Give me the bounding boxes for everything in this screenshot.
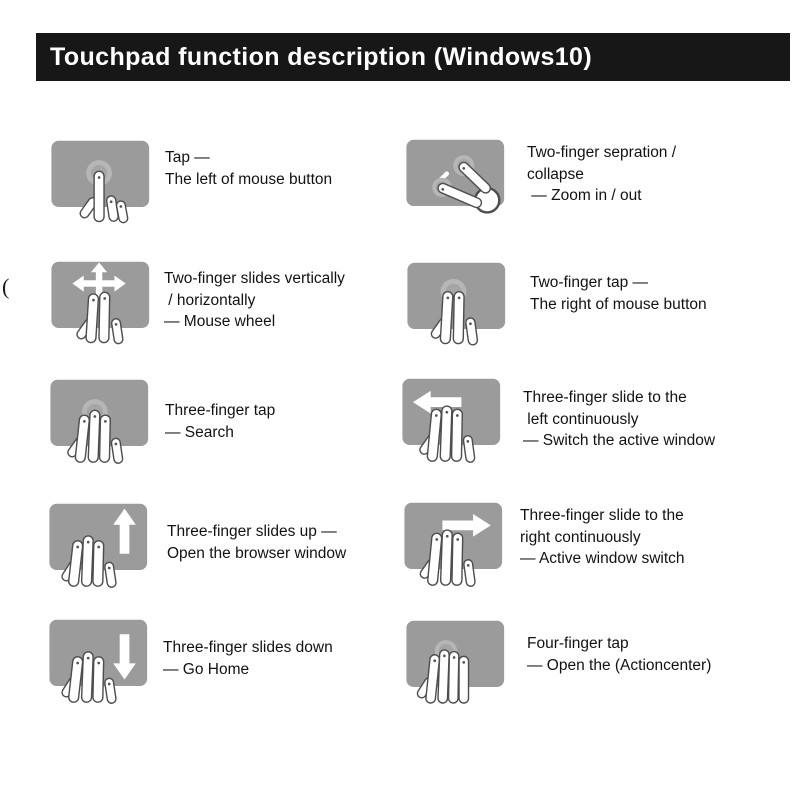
gesture-line: Tap — [165, 149, 210, 166]
three-finger-slide-up-icon [47, 502, 152, 588]
gesture-line: The right of mouse button [530, 295, 707, 313]
three-finger-slide-right-icon [402, 501, 507, 587]
scan-artifact-glyph: ( [2, 274, 10, 299]
gesture-line: Three-finger slides up — [167, 523, 337, 540]
gesture-line: collapse [527, 165, 584, 183]
gesture-line: left continuously [523, 410, 639, 428]
gesture-line: — Switch the active window [523, 432, 716, 449]
page-title: Touchpad function description (Windows10… [50, 42, 593, 71]
gesture-line: The left of mouse button [165, 170, 333, 188]
gesture-line: Three-finger slide to the [523, 389, 687, 406]
gesture-line: — Mouse wheel [164, 313, 276, 330]
two-finger-slide-cross-icon [49, 260, 154, 345]
one-finger-tap-icon [49, 139, 154, 224]
gesture-description: Three-finger slide to the right continuou… [520, 505, 685, 570]
gesture-description: Two-finger tap — The right of mouse butto… [530, 272, 707, 315]
gesture-line: Four-finger tap [527, 635, 629, 652]
header-bar: Touchpad function description (Windows10… [36, 33, 790, 81]
gesture-description: Three-finger tap — Search [165, 400, 275, 443]
gesture-description: Two-finger slides vertically / horizonta… [164, 268, 345, 333]
four-finger-tap-icon [404, 619, 509, 704]
gesture-line: — Zoom in / out [527, 187, 642, 204]
gesture-line: right continuously [520, 528, 641, 546]
gesture-description: Three-finger slides up — Open the browser… [167, 521, 346, 564]
three-finger-slide-left-icon [400, 377, 505, 463]
gesture-line: Three-finger slide to the [520, 507, 684, 524]
two-finger-pinch-icon [404, 138, 509, 219]
three-finger-tap-icon [48, 378, 153, 464]
three-finger-slide-down-icon [47, 618, 152, 704]
gesture-line: — Open the (Actioncenter) [527, 656, 712, 674]
gesture-line: Two-finger sepration / [527, 144, 677, 161]
gesture-description: Two-finger sepration / collapse — Zoom in… [527, 142, 676, 207]
gesture-line: — Search [165, 423, 234, 441]
gesture-line: / horizontally [164, 291, 256, 309]
two-finger-tap-icon [405, 261, 510, 346]
gesture-line: Three-finger tap [165, 402, 276, 419]
gesture-line: Two-finger tap — [530, 274, 649, 291]
gesture-line: Two-finger slides vertically [164, 270, 345, 287]
gesture-description: Tap — The left of mouse button [165, 147, 332, 190]
gesture-line: — Active window switch [520, 550, 685, 567]
gesture-description: Three-finger slide to the left continuou… [523, 387, 715, 452]
gesture-line: Three-finger slides down [163, 639, 333, 656]
gesture-line: — Go Home [163, 660, 250, 678]
gesture-description: Four-finger tap — Open the (Actioncenter) [527, 633, 711, 676]
gesture-description: Three-finger slides down — Go Home [163, 637, 333, 680]
gesture-line: Open the browser window [167, 544, 347, 562]
